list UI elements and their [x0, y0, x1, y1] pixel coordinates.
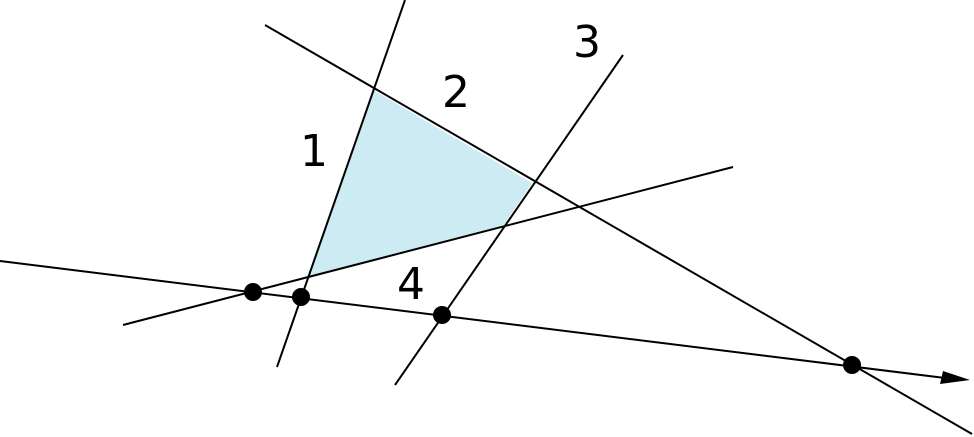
- line-4-label: 4: [397, 259, 425, 310]
- arrowhead-icon: [940, 371, 970, 384]
- shaded-region: [307, 90, 532, 277]
- line-1-label: 1: [300, 126, 328, 177]
- intersection-point-line-3: [433, 306, 451, 324]
- line-4: [122, 166, 734, 326]
- intersection-point-line-4: [244, 283, 262, 301]
- intersection-point-line-2: [843, 356, 861, 374]
- line-2-label: 2: [442, 67, 470, 118]
- line-3-label: 3: [573, 17, 601, 68]
- line-1: [276, 0, 406, 368]
- sweep-ray: [0, 260, 946, 379]
- line-3: [394, 54, 624, 386]
- intersection-point-line-1: [292, 288, 310, 306]
